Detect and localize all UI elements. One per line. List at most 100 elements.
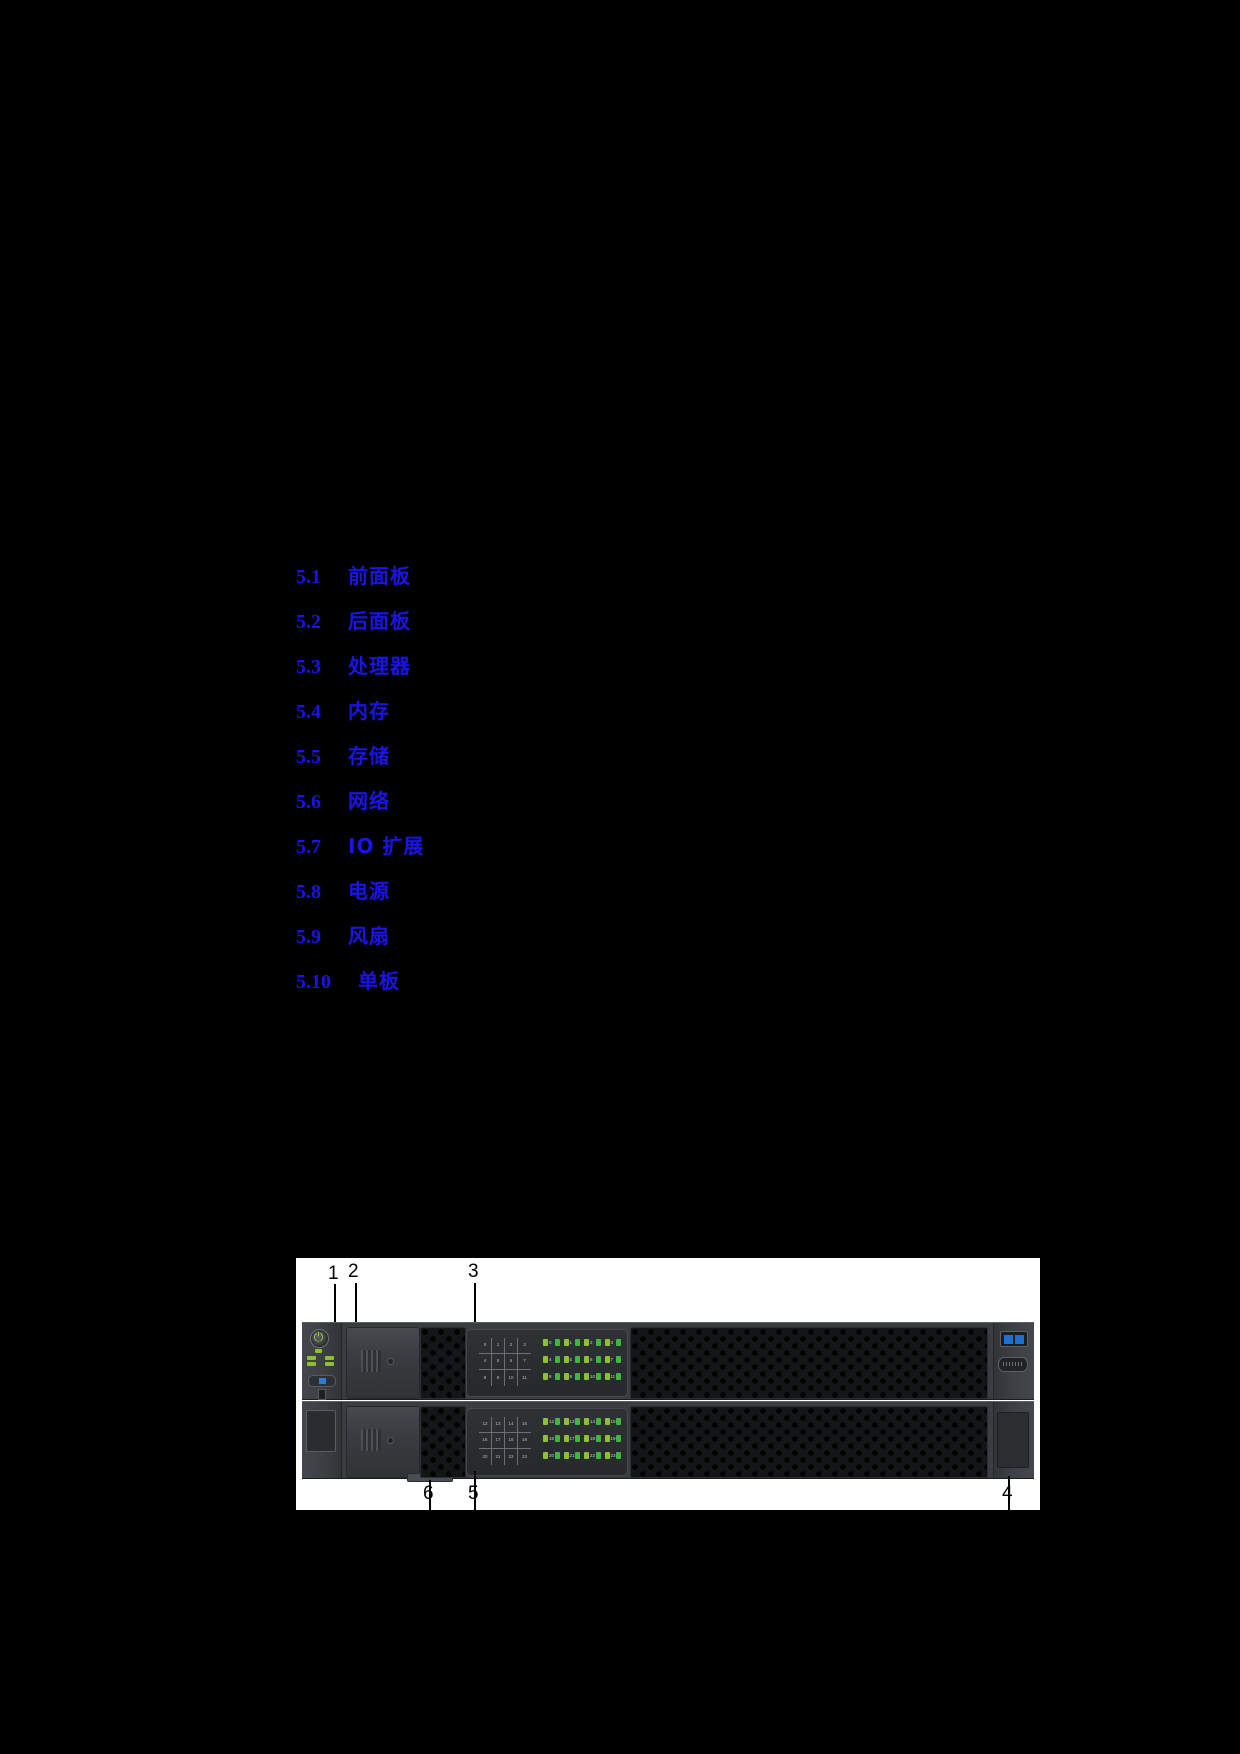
led-indicator [324, 1362, 334, 1366]
led-indicator [324, 1356, 334, 1360]
bay-release-button[interactable] [387, 1437, 394, 1444]
drive-led-panel-bottom: 12 13 14 15 16 17 18 19 20 21 22 23 12 1… [466, 1408, 628, 1476]
slot-number: 12 [479, 1417, 492, 1433]
toc-number: 5.9 [296, 926, 321, 948]
led-indicator [307, 1362, 316, 1366]
ventilation-grille [630, 1327, 988, 1399]
drive-led: 19 [604, 1434, 621, 1443]
slot-number: 11 [522, 1374, 527, 1380]
toc-link-label[interactable]: 后面板 [348, 609, 411, 633]
toc-link-label[interactable]: 前面板 [348, 564, 411, 588]
slot-number: 0 [479, 1338, 492, 1354]
slot-number: 6 [505, 1354, 518, 1370]
vga-port[interactable] [998, 1357, 1028, 1372]
toc-entry-5-6[interactable]: 5.6 网络 [296, 785, 816, 830]
slot-number: 21 [492, 1449, 505, 1465]
table-of-contents: 5.1 前面板 5.2 后面板 5.3 处理器 5.4 内存 5.5 存储 5.… [296, 560, 816, 1010]
vga-pins-icon [1003, 1362, 1023, 1366]
drive-bay-blank-top[interactable] [346, 1327, 420, 1399]
toc-number: 5.4 [296, 701, 321, 723]
callout-label-5: 5 [468, 1483, 479, 1504]
slot-number: 7 [518, 1354, 531, 1370]
toc-entry-5-2[interactable]: 5.2 后面板 [296, 605, 816, 650]
drive-led-number: 13 [569, 1419, 575, 1424]
toc-link-label[interactable]: IO 扩展 [348, 834, 425, 858]
toc-number: 5.8 [296, 881, 321, 903]
toc-number: 5.2 [296, 611, 321, 633]
slot-number: 1 [492, 1338, 505, 1354]
drive-led-number: 0 [549, 1340, 552, 1345]
toc-link-label[interactable]: 单板 [358, 969, 400, 993]
callout-leader-3 [474, 1283, 476, 1330]
drive-bay-blank-bottom[interactable] [346, 1406, 453, 1482]
toc-entry-5-10[interactable]: 5.10 单板 [296, 965, 816, 1010]
front-usb-port[interactable] [318, 1389, 326, 1400]
drive-led: 17 [563, 1434, 580, 1443]
drive-led: 4 [543, 1355, 560, 1364]
toc-link-label[interactable]: 网络 [348, 789, 390, 813]
toc-entry-5-5[interactable]: 5.5 存储 [296, 740, 816, 785]
front-vga-connector[interactable] [308, 1375, 336, 1387]
ventilation-grille [420, 1406, 466, 1478]
drive-led: 2 [584, 1338, 601, 1347]
toc-number: 5.7 [296, 836, 321, 858]
ventilation-grille [630, 1406, 988, 1478]
drive-led: 6 [584, 1355, 601, 1364]
drive-led: 22 [584, 1451, 601, 1460]
toc-link-label[interactable]: 内存 [348, 699, 390, 723]
toc-entry-5-9[interactable]: 5.9 风扇 [296, 920, 816, 965]
slot-number: 3 [518, 1338, 531, 1354]
status-led-group [307, 1356, 337, 1366]
toc-entry-5-7[interactable]: 5.7 IO 扩展 [296, 830, 816, 875]
drive-led-number: 15 [610, 1419, 616, 1424]
slot-number: 15 [518, 1417, 531, 1433]
drive-led-number: 23 [610, 1453, 616, 1458]
drive-led: 1 [563, 1338, 580, 1347]
drive-led: 23 [604, 1451, 621, 1460]
drive-led: 13 [563, 1417, 580, 1426]
toc-link-label[interactable]: 电源 [348, 879, 390, 903]
drive-led: 11 [604, 1372, 621, 1381]
drive-led-number: 4 [549, 1357, 552, 1362]
toc-link-label[interactable]: 处理器 [348, 654, 411, 678]
drive-led: 7 [604, 1355, 621, 1364]
server-unit-top: ⏻ 0 1 2 3 4 5 6 [302, 1322, 1034, 1400]
toc-number: 5.10 [296, 971, 331, 993]
drive-led: 21 [563, 1451, 580, 1460]
drive-led: 12 [543, 1417, 560, 1426]
server-unit-bottom: 12 13 14 15 16 17 18 19 20 21 22 23 12 1… [302, 1401, 1034, 1482]
power-button[interactable] [310, 1329, 329, 1348]
drive-led-panel-top: 0 1 2 3 4 5 6 7 8 9 10 11 0 1 2 3 4 5 6 [466, 1329, 628, 1397]
rear-io-ear-top [993, 1323, 1034, 1399]
usb-ports[interactable] [1000, 1331, 1028, 1347]
slot-number: 19 [518, 1433, 531, 1449]
slot-number: 8 [479, 1370, 492, 1386]
drive-led: 9 [563, 1372, 580, 1381]
drive-led: 0 [543, 1338, 560, 1347]
drive-led-number: 12 [549, 1419, 555, 1424]
drive-led-number: 8 [549, 1374, 552, 1379]
toc-entry-5-3[interactable]: 5.3 处理器 [296, 650, 816, 695]
toc-link-label[interactable]: 风扇 [348, 924, 390, 948]
drive-led-matrix-bottom: 12 13 14 15 16 17 18 19 20 21 22 23 [543, 1417, 621, 1465]
callout-leader-2 [355, 1283, 357, 1328]
toc-number: 5.6 [296, 791, 321, 813]
callout-leader-4 [1008, 1476, 1010, 1518]
drive-led-number: 6 [590, 1357, 593, 1362]
drive-led: 14 [584, 1417, 601, 1426]
drive-led-number: 20 [549, 1453, 555, 1458]
toc-entry-5-8[interactable]: 5.8 电源 [296, 875, 816, 920]
drive-led: 20 [543, 1451, 560, 1460]
slot-number: 23 [521, 1453, 527, 1459]
slot-number: 2 [505, 1338, 518, 1354]
drive-led: 18 [584, 1434, 601, 1443]
toc-entry-5-4[interactable]: 5.4 内存 [296, 695, 816, 740]
latch-handle[interactable] [306, 1410, 336, 1452]
callout-label-3: 3 [468, 1261, 479, 1282]
callout-label-6: 6 [423, 1483, 434, 1504]
slot-number: 9 [492, 1370, 505, 1386]
bay-release-button[interactable] [387, 1358, 394, 1365]
uid-led-indicator [315, 1349, 322, 1353]
toc-entry-5-1[interactable]: 5.1 前面板 [296, 560, 816, 605]
toc-link-label[interactable]: 存储 [348, 744, 390, 768]
